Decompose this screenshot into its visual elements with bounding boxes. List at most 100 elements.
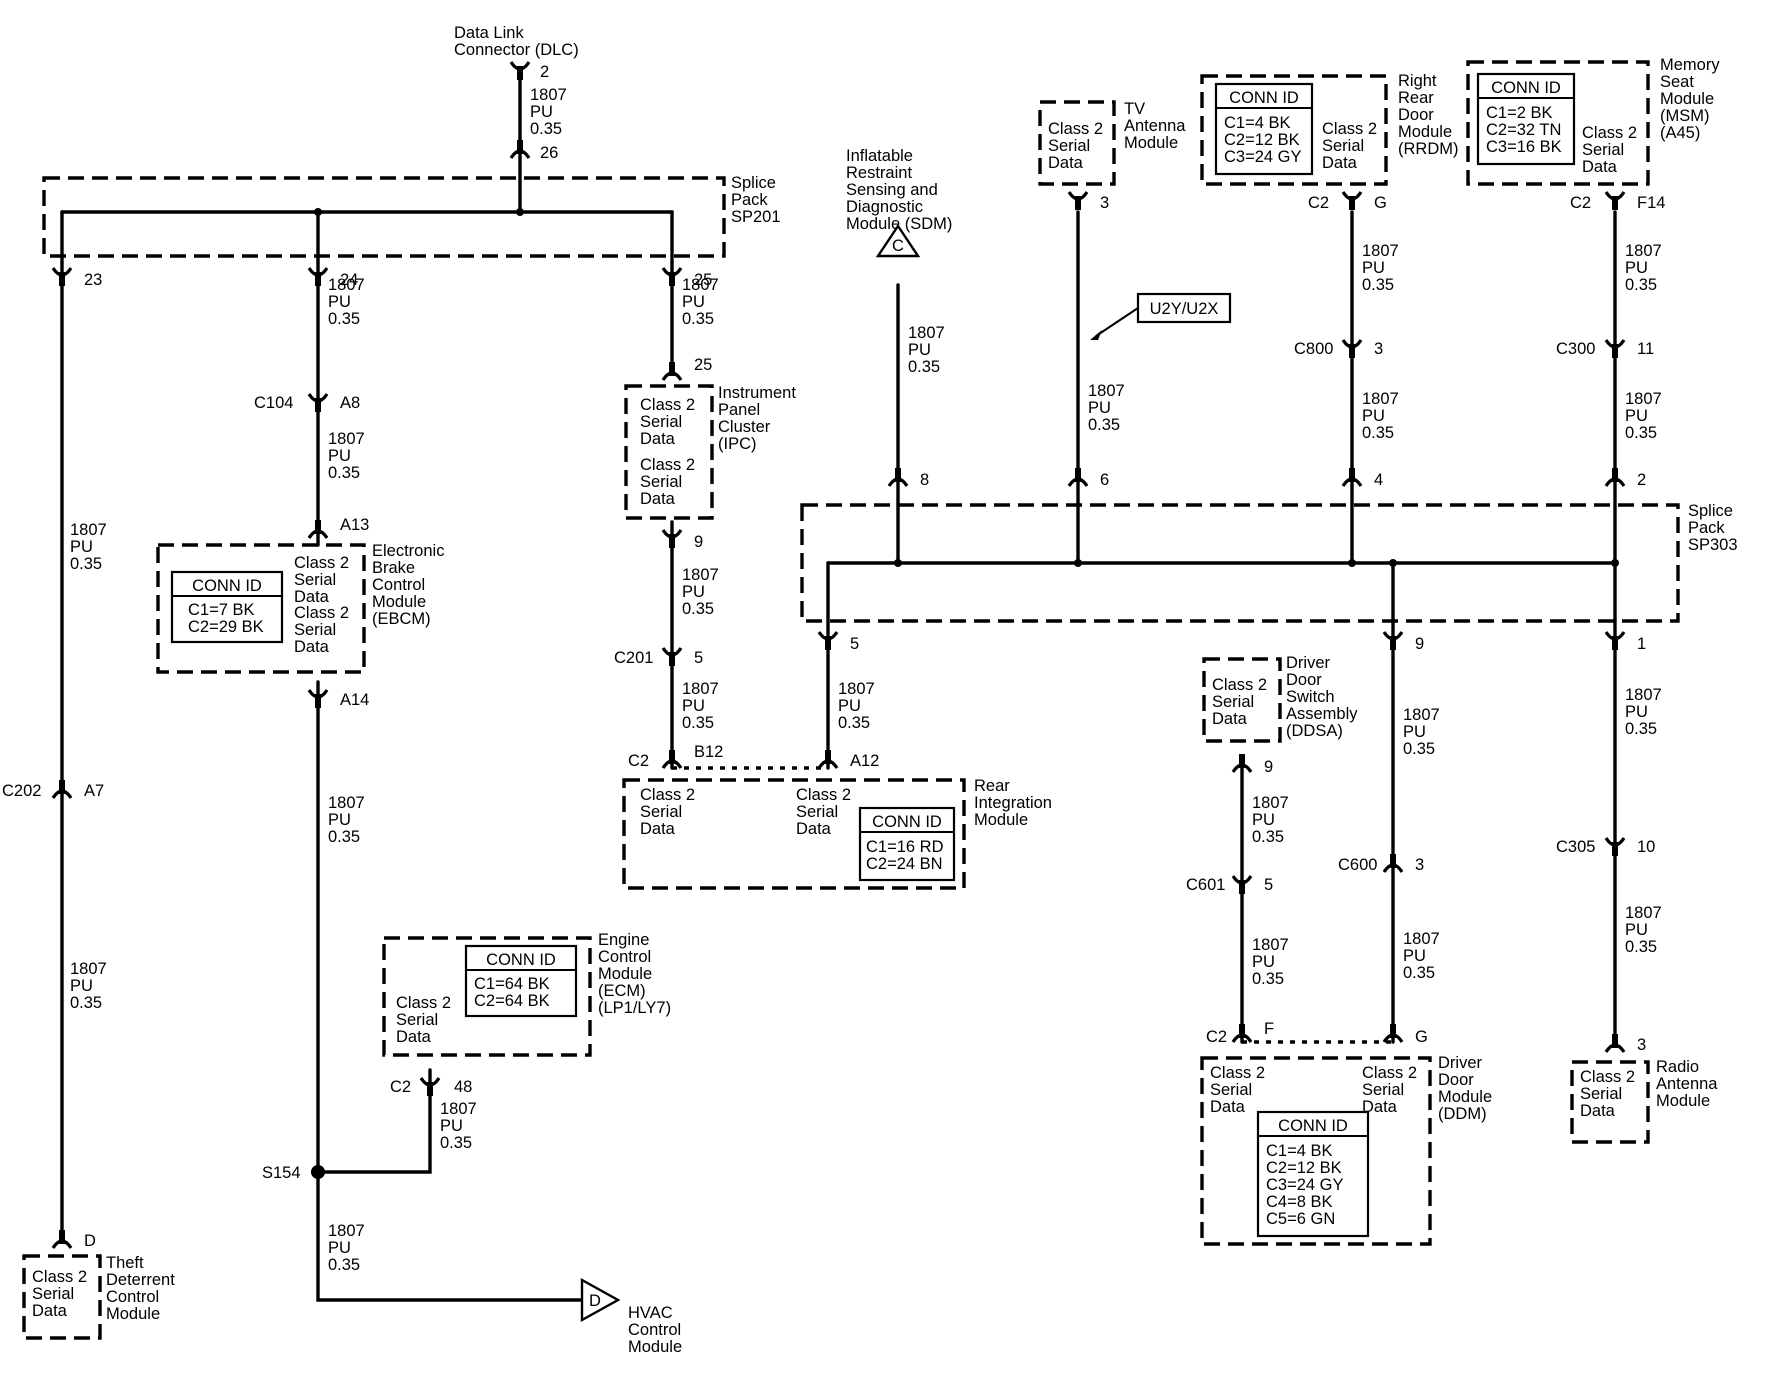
conn-id-boxes	[170, 72, 1576, 1238]
rim-right-wire-spec-line-1: PU	[838, 697, 861, 715]
ipc-upper-wire-spec-line-1: PU	[682, 293, 705, 311]
pin-label-ecm-48: 48	[454, 1078, 472, 1096]
ebcm-serial-a-line-0: Class 2	[294, 554, 349, 572]
ddm-name-line-0: Driver	[1438, 1054, 1483, 1072]
sp303-name-line-0: Splice	[1688, 502, 1733, 520]
ecm-serial-line-0: Class 2	[396, 994, 451, 1012]
ebcm-lower-wire-spec-line-2: 0.35	[328, 828, 360, 846]
ipc-upper-wire-spec-line-2: 0.35	[682, 310, 714, 328]
ipc-serial-a-line-2: Data	[640, 430, 676, 448]
connector-pins	[51, 61, 1626, 1249]
rrdm-connid-line-0: C1=4 BK	[1224, 114, 1291, 132]
ecm-outline	[382, 936, 592, 1057]
theft-name-line-3: Module	[106, 1305, 160, 1323]
ddm-upper-wire-spec-line-0: 1807	[1403, 706, 1440, 724]
pin-label-rrdm-c2: C2	[1308, 194, 1329, 212]
msm-connid-line-0: C1=2 BK	[1486, 104, 1553, 122]
radio-upper-wire-spec-line-0: 1807	[1625, 686, 1662, 704]
pin-label-dlc-bot: 26	[540, 144, 558, 162]
theft-name-line-0: Theft	[106, 1254, 144, 1272]
ebcm-pin-a13	[307, 520, 329, 539]
pin-label-ddsa-9: 9	[1264, 758, 1273, 776]
ddm-connid-line-3: C4=8 BK	[1266, 1193, 1333, 1211]
rrdm-name-line-3: Module	[1398, 123, 1452, 141]
ipc-pin-9	[661, 529, 683, 548]
ebcm-serial-a-line-1: Serial	[294, 571, 336, 589]
ebcm-connid-line-0: C1=7 BK	[188, 601, 255, 619]
pin-label-rim-c2: C2	[628, 752, 649, 770]
rim-name-line-0: Rear	[974, 777, 1010, 795]
msm-name-line-4: (A45)	[1660, 124, 1700, 142]
offpage-d-label: D	[589, 1292, 601, 1310]
ipc-serial-a-line-0: Class 2	[640, 396, 695, 414]
hvac-wire-spec-line-2: 0.35	[328, 1256, 360, 1274]
rrdm-pin-g	[1341, 191, 1363, 210]
msm-serial-line-2: Data	[1582, 158, 1618, 176]
ipc-name-line-2: Cluster	[718, 418, 771, 436]
theft-pin-d	[51, 1230, 73, 1249]
sdm-name-line-2: Sensing and	[846, 181, 938, 199]
pin-label-c202: C202	[2, 782, 41, 800]
theft-name-line-2: Control	[106, 1288, 159, 1306]
hvac-name-line-2: Module	[628, 1338, 682, 1356]
pin-label-dlc-top: 2	[540, 63, 549, 81]
ecm-serial-line-1: Serial	[396, 1011, 438, 1029]
ipc-name-line-0: Instrument	[718, 384, 796, 402]
ddsa-name-line-4: (DDSA)	[1286, 722, 1343, 740]
ebcm-connid-title: CONN ID	[192, 577, 262, 595]
ddsa-name-line-0: Driver	[1286, 654, 1331, 672]
ecm-name-line-1: Control	[598, 948, 651, 966]
ddsa-name-line-1: Door	[1286, 671, 1322, 689]
pin-label-a12: A12	[850, 752, 879, 770]
rrdm-name-line-0: Right	[1398, 72, 1437, 90]
ipc-outline	[624, 384, 714, 520]
ipc-name-line-1: Panel	[718, 401, 760, 419]
ddsa-upper-wire-spec-line-0: 1807	[1252, 794, 1289, 812]
rim-serial-a-line-1: Serial	[640, 803, 682, 821]
ddsa-lower-wire-spec-line-1: PU	[1252, 953, 1275, 971]
theft-outline	[22, 1254, 102, 1340]
ebcm-serial-b-line-0: Class 2	[294, 604, 349, 622]
rim-serial-b-line-1: Serial	[796, 803, 838, 821]
theft-serial-line-0: Class 2	[32, 1268, 87, 1286]
rim-name-line-2: Module	[974, 811, 1028, 829]
dlc-pin-2	[509, 61, 531, 80]
ebcm-lower-wire-spec-line-0: 1807	[328, 794, 365, 812]
msm-name-line-3: (MSM)	[1660, 107, 1709, 125]
c202-pin	[51, 780, 73, 799]
ddsa-pin-9	[1231, 754, 1253, 773]
ipc-serial-b-line-1: Serial	[640, 473, 682, 491]
rim-connid-line-0: C1=16 RD	[866, 838, 944, 856]
ebcm-name-line-3: Module	[372, 593, 426, 611]
theft-serial-line-1: Serial	[32, 1285, 74, 1303]
rim-right-wire-spec-line-0: 1807	[838, 680, 875, 698]
pin-label-c300: C300	[1556, 340, 1595, 358]
sp303-pin-4	[1341, 468, 1363, 487]
sp303-pin-6	[1067, 468, 1089, 487]
splice-points	[311, 208, 1619, 1179]
pin-label-sp303-2: 2	[1637, 471, 1646, 489]
msm-lower-wire-spec-line-0: 1807	[1625, 390, 1662, 408]
sp303-pin-5	[817, 631, 839, 650]
rim-outline	[622, 778, 966, 890]
ebcm-outline	[156, 543, 366, 674]
msm-serial-line-0: Class 2	[1582, 124, 1637, 142]
rim-connid-title: CONN ID	[872, 813, 942, 831]
radio-lower-wire-spec-line-2: 0.35	[1625, 938, 1657, 956]
tv-pin-3	[1067, 191, 1089, 210]
ddsa-upper-wire-spec-line-2: 0.35	[1252, 828, 1284, 846]
ddm-lower-wire-spec-line-2: 0.35	[1403, 964, 1435, 982]
pin-label-a13: A13	[340, 516, 369, 534]
tv-name-line-0: TV	[1124, 100, 1145, 118]
ddm-connid-line-2: C3=24 GY	[1266, 1176, 1344, 1194]
radio-pin-3	[1604, 1034, 1626, 1053]
pin-label-c305: C305	[1556, 838, 1595, 856]
ipc-serial-b-line-0: Class 2	[640, 456, 695, 474]
rim-serial-b-line-2: Data	[796, 820, 832, 838]
ecm-wire-spec-line-1: PU	[440, 1117, 463, 1135]
ecm-pin-48	[419, 1077, 441, 1096]
msm-outline	[1466, 60, 1650, 186]
pin-label-sp201-23: 23	[84, 271, 102, 289]
dlc-wire-spec-line-2: 0.35	[530, 120, 562, 138]
rrdm-lower-wire-spec-line-1: PU	[1362, 407, 1385, 425]
